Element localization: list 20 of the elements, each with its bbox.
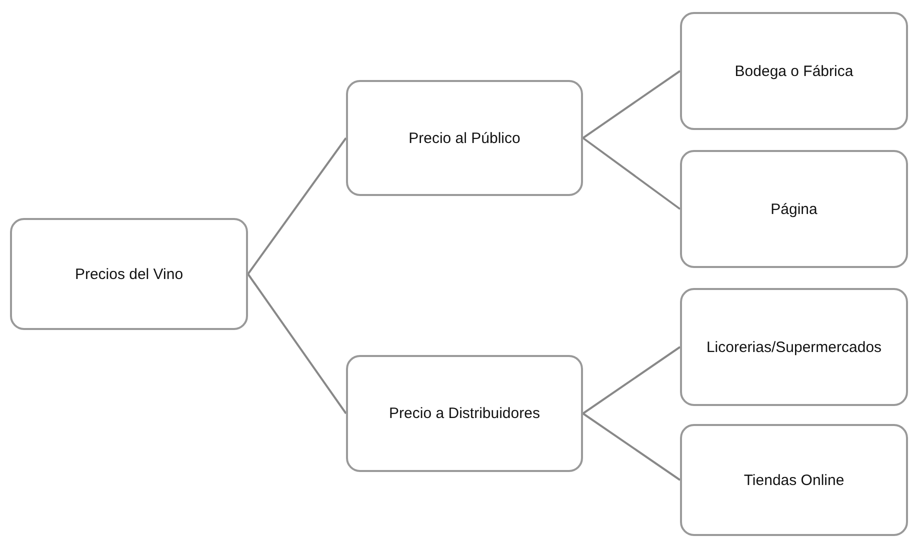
node-label: Bodega o Fábrica [734,62,854,80]
connector-line [582,137,681,210]
node-label: Tiendas Online [742,472,846,488]
rounded-box [680,12,908,130]
node-label: Precio al Público [408,130,522,146]
connector-line [247,137,347,275]
node-label: Precio a Distribuidores [388,405,541,422]
node-label: Licorerias/Supermercados [705,338,883,356]
rounded-box [10,218,248,330]
connector-line [247,273,347,414]
rounded-box [680,288,908,406]
node-label: Página [770,200,818,218]
connector-line [582,70,681,139]
node-label: Precios del Vino [74,266,184,282]
connector-line [582,346,681,414]
connector-line [582,412,681,481]
rounded-box [346,80,583,196]
rounded-box [680,150,908,268]
rounded-box [680,424,908,536]
rounded-box [346,355,583,472]
